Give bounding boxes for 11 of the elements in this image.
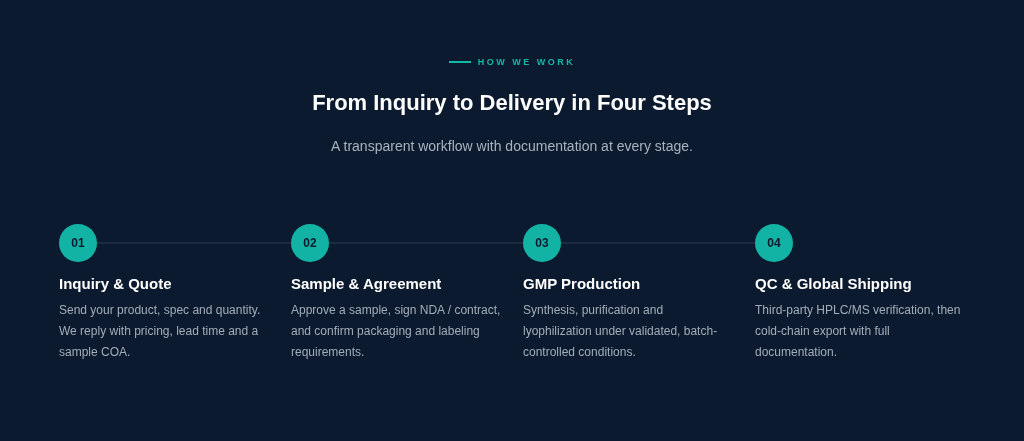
step-description: Synthesis, purification and lyophilization under validated, batch-controlled conditions. — [523, 302, 719, 361]
step-heading: Sample & Agreement — [291, 274, 442, 294]
section-eyebrow: HOW WE WORK — [477, 56, 576, 68]
section-subtitle: A transparent workflow with documentation at every stage. — [331, 137, 693, 155]
step-description: Approve a sample, sign NDA / contract, and confirm packaging and labeling requirements. — [291, 302, 502, 361]
step-description: Send your product, spec and quantity. We reply with pricing, lead time and a sample COA. — [59, 302, 262, 361]
section-title: From Inquiry to Delivery in Four Steps — [312, 89, 712, 117]
step-description: Third-party HPLC/MS verification, then cold-chain export with full documentation. — [755, 302, 962, 361]
step-heading: GMP Production — [523, 274, 641, 294]
step-heading: QC & Global Shipping — [755, 274, 912, 294]
step-heading: Inquiry & Quote — [59, 274, 172, 294]
